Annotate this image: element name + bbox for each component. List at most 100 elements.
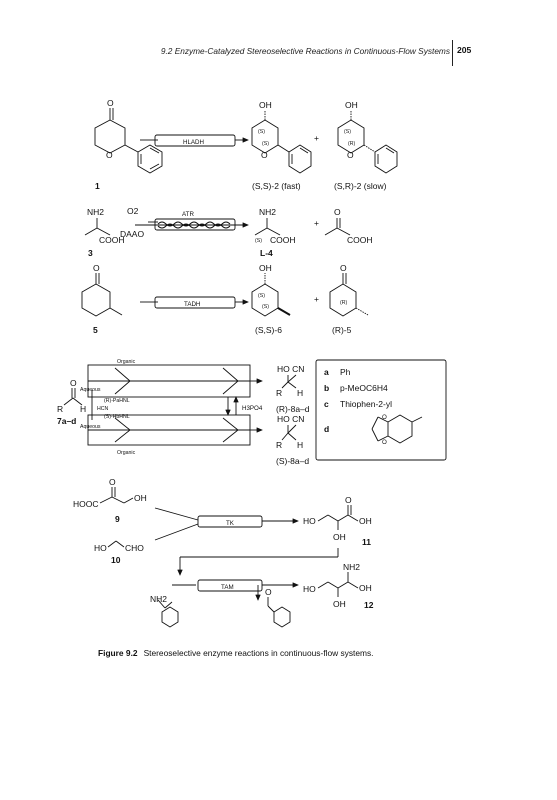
biphasic-reactors <box>87 364 263 446</box>
aqueous-label-top: Aqueous <box>80 387 101 393</box>
amine-donor-structure <box>157 599 179 628</box>
organic-label-bottom: Organic <box>117 450 136 456</box>
compound-r5-structure <box>329 273 369 317</box>
figure-caption: Figure 9.2 Stereoselective enzyme reactio… <box>98 648 374 658</box>
product-ss2-label: (S,S)-2 (fast) <box>252 181 301 191</box>
ss2-s-tag-1: (S) <box>258 129 265 135</box>
pyruvate-o: O <box>334 207 341 217</box>
pyruvate-cooh: COOH <box>347 235 373 245</box>
compound-7-r: R <box>57 404 63 414</box>
compound-3-label: 3 <box>88 248 93 258</box>
legend-key-a: a <box>324 367 329 377</box>
sr2-r-tag: (R) <box>348 141 355 147</box>
ss6-oh-label: OH <box>259 263 272 273</box>
compound-3-structure <box>84 218 111 236</box>
legend-key-c: c <box>324 399 329 409</box>
benzodioxole-o-bottom: O <box>382 439 387 446</box>
reactor-hladh-label: HLADH <box>183 139 204 146</box>
header-rule <box>452 40 453 66</box>
compound-sr2-structure <box>337 110 398 174</box>
compound-7-o: O <box>70 378 77 388</box>
page-number: 205 <box>457 45 472 55</box>
substituent-legend-box <box>315 359 447 461</box>
cyanohydrin-r-r: R <box>276 388 282 398</box>
ss2-ring-o-label: O <box>261 150 268 160</box>
l4-s-tag: (S) <box>255 238 262 244</box>
row3-plus: + <box>314 294 319 304</box>
compound-10-ho: HO <box>94 543 107 553</box>
reactor-tk-label: TK <box>226 520 235 527</box>
compound-5-o: O <box>93 263 100 273</box>
sr2-s-tag: (S) <box>344 129 351 135</box>
ss2-oh-label: OH <box>259 100 272 110</box>
cyanohydrin-s-h: H <box>297 440 303 450</box>
hcn-label: HCN <box>97 406 108 412</box>
h3po4-label: H3PO4 <box>242 405 263 412</box>
running-head: 9.2 Enzyme-Catalyzed Stereoselective Rea… <box>160 46 450 56</box>
daao-label: DAAO <box>120 229 144 239</box>
compound-9-label: 9 <box>115 514 120 524</box>
compound-9-o: O <box>109 477 116 487</box>
cyanohydrin-r-structure <box>281 374 297 389</box>
aqueous-label-bottom: Aqueous <box>80 424 101 430</box>
row2-plus: + <box>314 218 319 228</box>
organic-label-top: Organic <box>117 359 136 365</box>
acetophenone-structure <box>267 597 291 628</box>
reactor-tk <box>154 507 299 541</box>
figure-number: Figure 9.2 <box>98 648 138 658</box>
compound-7-label: 7a–d <box>57 416 76 426</box>
compound-9-structure <box>99 487 134 504</box>
product-r5-label: (R)-5 <box>332 325 352 335</box>
reactor-tam <box>172 579 299 601</box>
reactor-hladh <box>140 134 249 147</box>
compound-ss6-structure <box>251 273 291 317</box>
compound-7-h: H <box>80 404 86 414</box>
reaction-scheme: O O HLADH OH (S) (S) O + OH (S) (R) O 1 … <box>57 98 447 628</box>
reactor-atr <box>135 218 249 231</box>
row1-plus: + <box>314 133 319 143</box>
cyanohydrin-s-r: R <box>276 440 282 450</box>
compound-1-structure <box>94 108 163 174</box>
compound-5-label: 5 <box>93 325 98 335</box>
compound-ss2-structure <box>251 110 312 174</box>
compound-12-nh2: NH2 <box>343 562 360 572</box>
ss6-s-tag-1: (S) <box>258 293 265 299</box>
compound-10-cho: CHO <box>125 543 144 553</box>
reactor-tadh <box>140 296 249 309</box>
compound-1-label: 1 <box>95 181 100 191</box>
benzodioxole-structure <box>371 414 423 444</box>
pahnl-label: (R)-PaHNL <box>104 398 130 404</box>
product-r8-label: (R)-8a–d <box>276 404 310 414</box>
compound-11-structure <box>317 505 359 530</box>
legend-value-b: p-MeOC6H4 <box>340 383 388 393</box>
hbhnl-label: (S)-HbHNL <box>104 414 130 420</box>
compound-l4-structure <box>254 218 281 236</box>
compound-12-oh-bottom: OH <box>333 599 346 609</box>
o2-label: O2 <box>127 206 139 216</box>
sr2-ring-o-label: O <box>347 150 354 160</box>
row1-oxo-label: O <box>107 98 114 108</box>
cyanohydrin-s-ho-cn: HO CN <box>277 414 304 424</box>
legend-key-b: b <box>324 383 329 393</box>
cascade-connector <box>177 548 339 576</box>
compound-11-ho: HO <box>303 516 316 526</box>
compound-11-oh-right: OH <box>359 516 372 526</box>
compound-11-label: 11 <box>362 537 371 547</box>
compound-9-oh: OH <box>134 493 147 503</box>
acetophenone-o: O <box>265 587 272 597</box>
compound-12-oh-right: OH <box>359 583 372 593</box>
ss6-s-tag-2: (S) <box>262 304 269 310</box>
atr-label: ATR <box>182 211 194 218</box>
ss2-s-tag-2: (S) <box>262 141 269 147</box>
compound-12-label: 12 <box>364 600 374 610</box>
legend-key-d: d <box>324 424 329 434</box>
caption-text: Stereoselective enzyme reactions in cont… <box>143 648 374 658</box>
cyanohydrin-s-structure <box>281 424 297 441</box>
compound-12-ho: HO <box>303 584 316 594</box>
reactor-tam-label: TAM <box>221 584 234 591</box>
product-ss6-label: (S,S)-6 <box>255 325 282 335</box>
compound-11-oh-bottom: OH <box>333 532 346 542</box>
legend-value-a: Ph <box>340 367 351 377</box>
cyanohydrin-r-ho-cn: HO CN <box>277 364 304 374</box>
